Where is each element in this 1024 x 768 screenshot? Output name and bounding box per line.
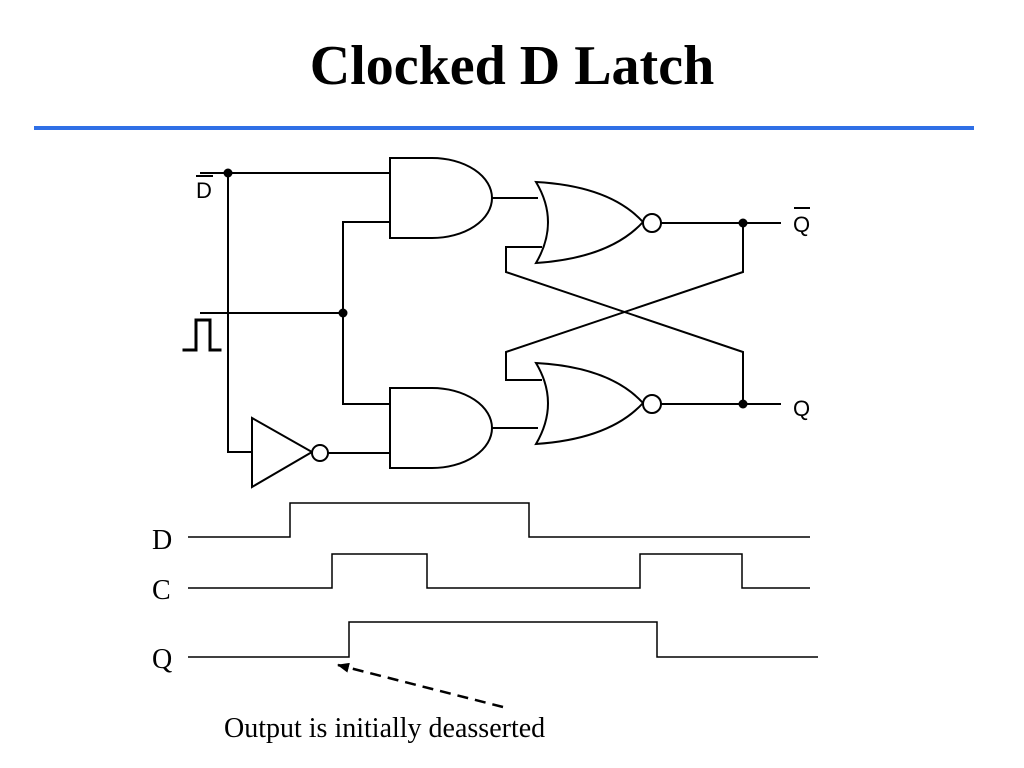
d-input-label: D	[196, 178, 212, 203]
nor-gate-top	[534, 180, 645, 265]
inverter-bubble	[311, 444, 329, 462]
inverter-gate	[251, 416, 315, 489]
q-bar-output-label: Q	[793, 212, 810, 237]
slide-title: Clocked D Latch	[309, 35, 715, 97]
timing-diagram: D C Q Output is initially deasserted	[152, 502, 818, 744]
waveform-d	[188, 502, 810, 538]
timing-label-q: Q	[152, 644, 172, 675]
title-underline	[34, 126, 974, 130]
waveform-q	[188, 621, 818, 658]
nor-bottom-bubble	[642, 394, 662, 414]
nor-gate-bottom	[534, 361, 645, 446]
nor-top-bubble	[642, 213, 662, 233]
feedback-qbar-to-bottom-nor	[505, 222, 744, 381]
and-gate-top	[389, 157, 493, 239]
timing-label-c: C	[152, 575, 171, 606]
clock-pulse-icon	[182, 318, 222, 352]
feedback-q-to-top-nor	[505, 246, 744, 405]
annotation-text: Output is initially deasserted	[224, 713, 545, 744]
q-output-label: Q	[793, 396, 810, 421]
and-gate-bottom	[389, 387, 493, 469]
waveform-c	[188, 553, 810, 589]
latch-circuit: D	[182, 157, 810, 489]
annotation-arrow	[337, 662, 504, 709]
timing-label-d: D	[152, 525, 172, 556]
